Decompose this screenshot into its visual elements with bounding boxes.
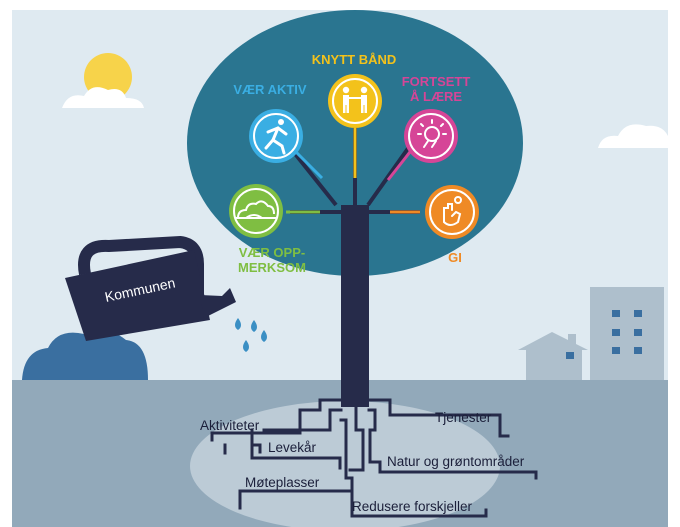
giving-hand-icon xyxy=(443,196,462,226)
roots xyxy=(210,398,538,518)
vaer-aktiv-node xyxy=(249,109,303,163)
label-vaer-opp-line2: MERKSOM xyxy=(238,260,306,275)
label-gi: GI xyxy=(448,250,462,265)
lightbulb-icon xyxy=(417,119,447,148)
house xyxy=(518,332,588,380)
root-aktiviteter: Aktiviteter xyxy=(200,418,260,433)
bush xyxy=(22,330,148,380)
root-moteplasser: Møteplasser xyxy=(245,475,320,490)
running-person-icon xyxy=(264,119,288,155)
cloud-icon xyxy=(598,124,668,148)
knytt-band-node xyxy=(328,74,382,128)
gi-node xyxy=(425,185,479,239)
water-drops xyxy=(235,318,267,352)
two-people-holding-hands-icon xyxy=(342,86,368,113)
root-tjenester: Tjenester xyxy=(435,410,492,425)
root-redusere: Redusere forskjeller xyxy=(352,499,473,514)
root-natur: Natur og grøntområder xyxy=(387,454,525,469)
root-levekar: Levekår xyxy=(268,440,317,455)
fortsett-node xyxy=(404,109,458,163)
label-vaer-opp-line1: VÆR OPP- xyxy=(239,245,305,260)
branches xyxy=(282,120,420,214)
label-fortsett-line1: FORTSETT xyxy=(402,74,471,89)
label-knytt-band: KNYTT BÅND xyxy=(312,52,397,67)
watering-can: Kommunen xyxy=(65,235,236,341)
cloud-landscape-icon xyxy=(236,200,276,219)
label-fortsett-line2: Å LÆRE xyxy=(410,89,462,104)
sun-icon xyxy=(62,53,144,108)
apartment-building xyxy=(590,287,664,380)
label-vaer-aktiv: VÆR AKTIV xyxy=(233,82,307,97)
tree-trunk xyxy=(341,205,369,407)
vaer-oppmerksom-node xyxy=(229,184,283,238)
